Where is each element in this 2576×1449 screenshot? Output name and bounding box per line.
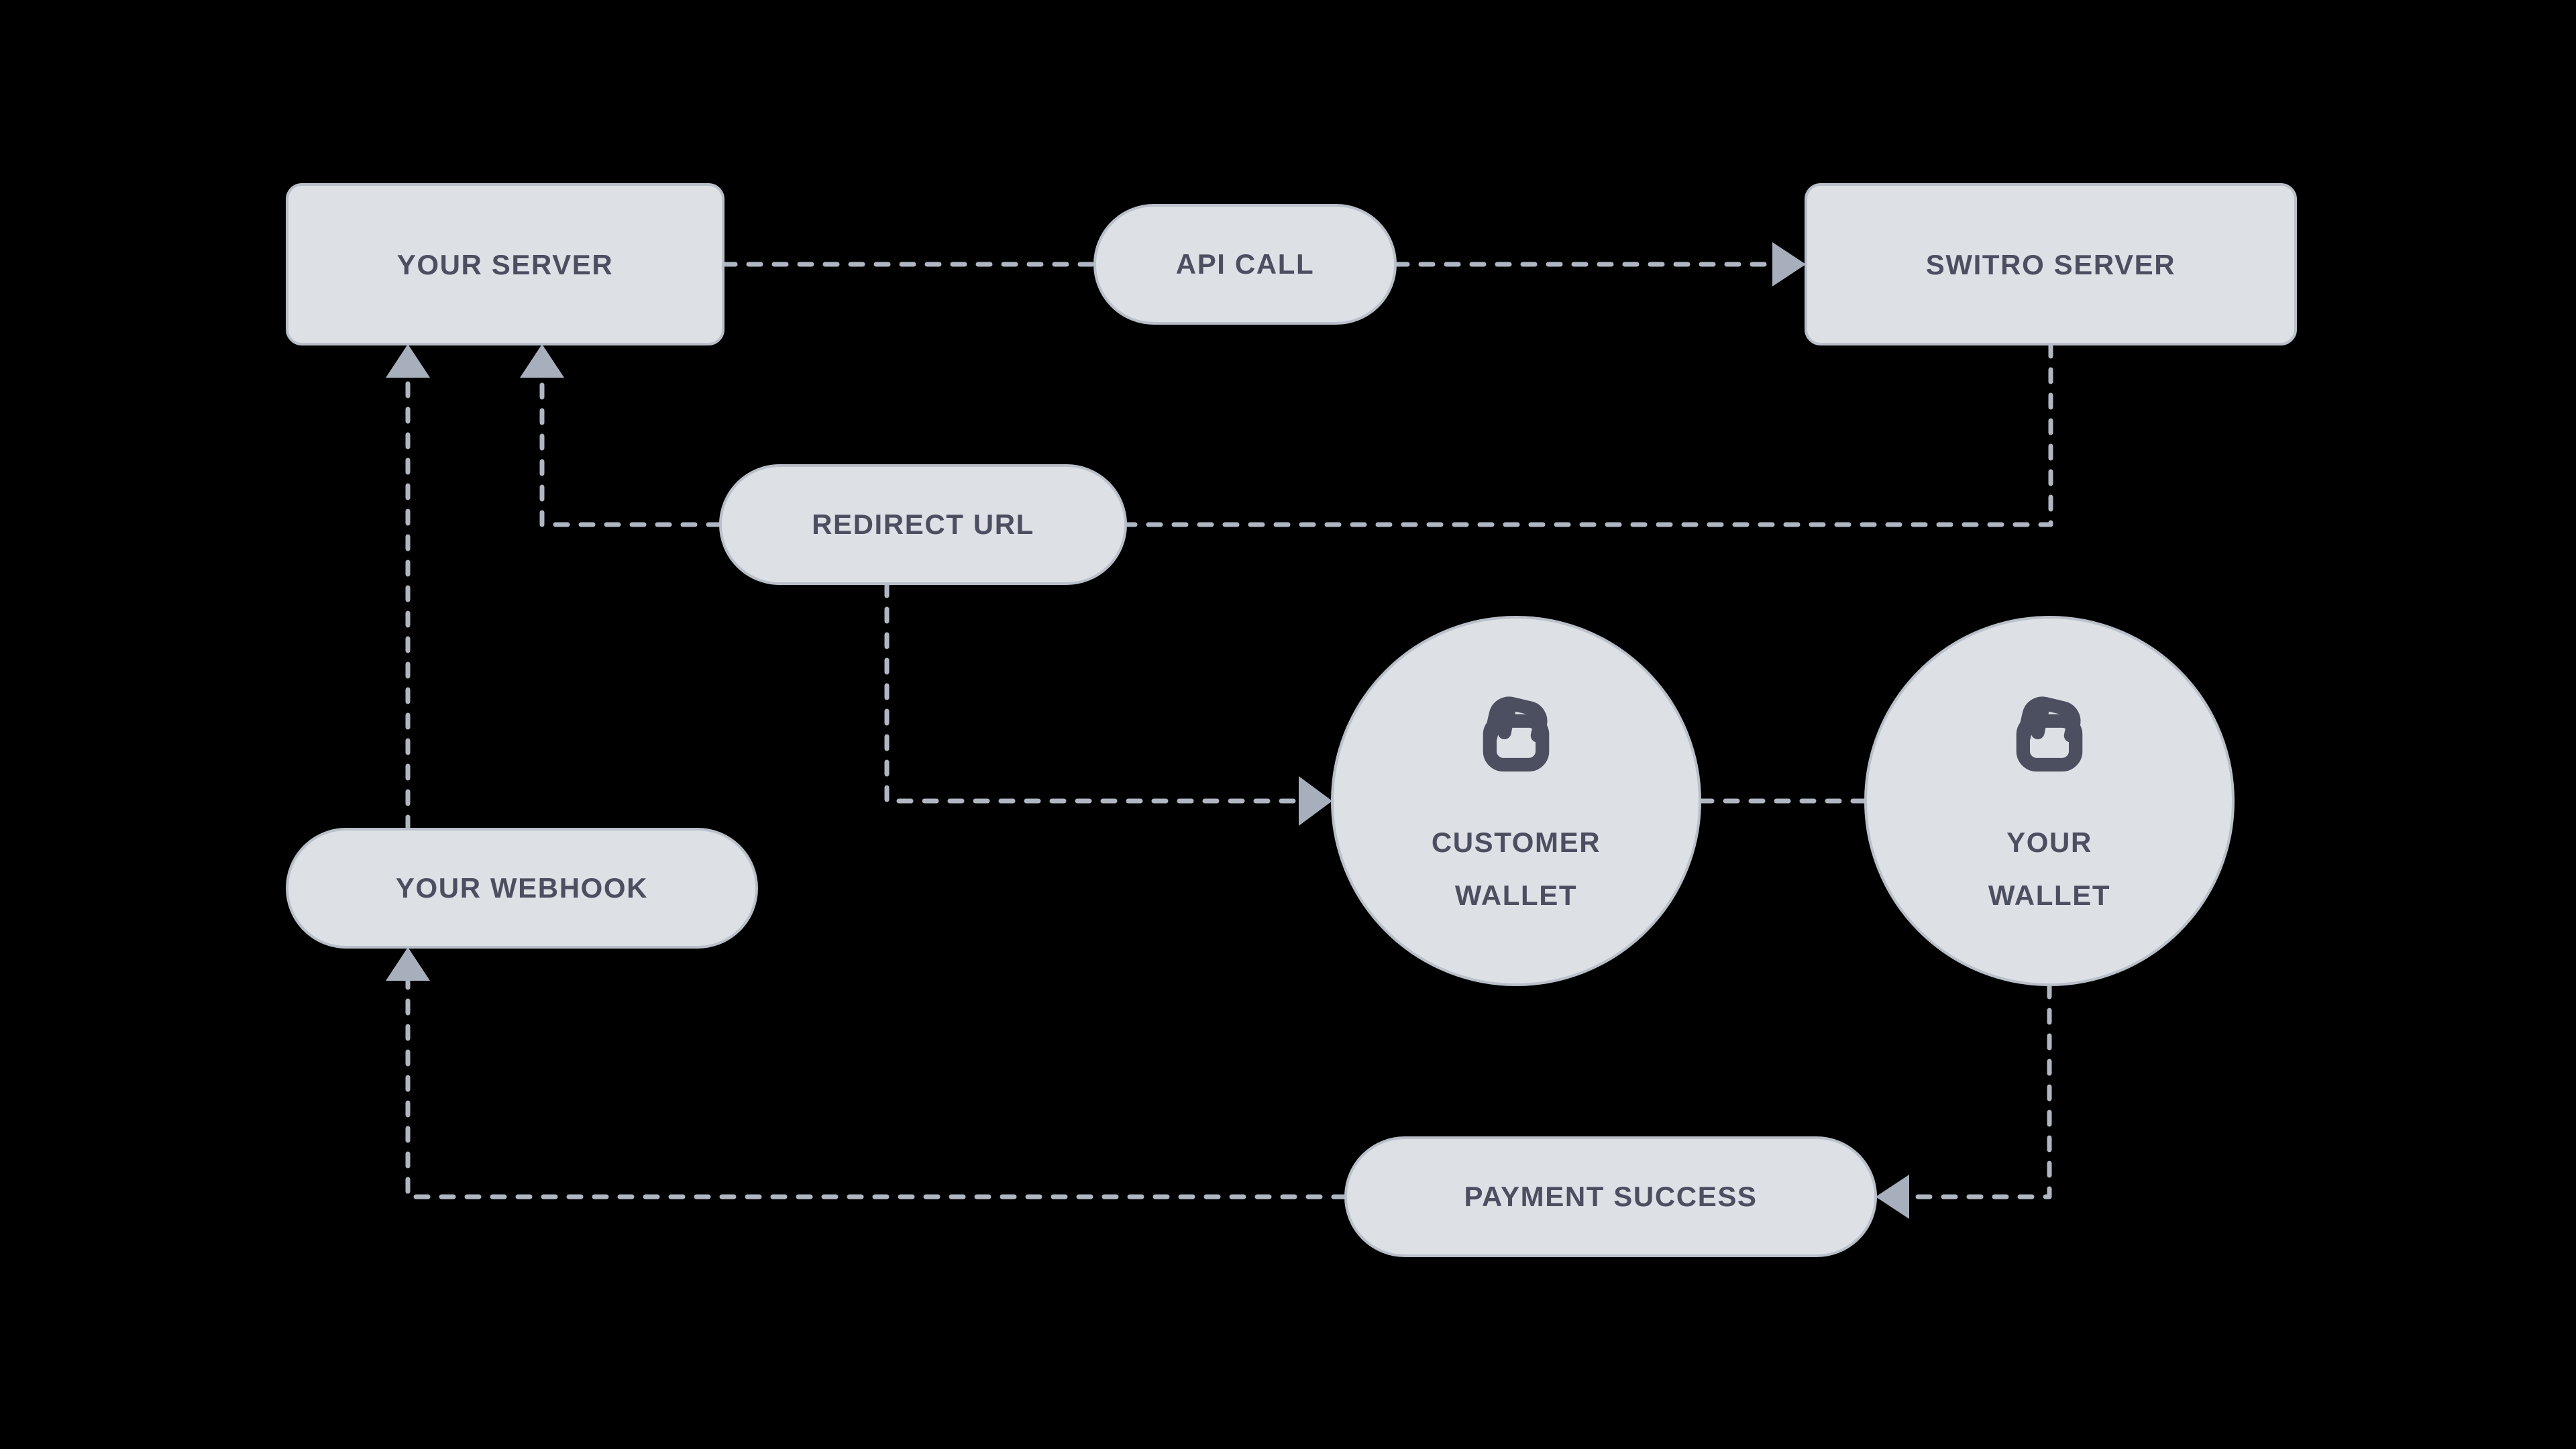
node-your-webhook[interactable]: YOUR WEBHOOK [286, 828, 758, 949]
api-call-label: API CALL [1176, 248, 1314, 280]
your-wallet-label-line2: WALLET [1988, 879, 2110, 911]
your-wallet-circle[interactable] [1864, 616, 2235, 986]
edge-yourwallet-to-paymentsuccess [1907, 982, 2052, 1199]
node-switro-server[interactable]: SWITRO SERVER [1805, 183, 2297, 345]
redirect-url-label: REDIRECT URL [812, 508, 1034, 540]
node-customer-wallet[interactable]: CUSTOMER WALLET [1331, 616, 1701, 986]
your-webhook-label: YOUR WEBHOOK [396, 872, 648, 904]
arrowhead-to-customer-wallet [1299, 776, 1332, 826]
customer-wallet-circle[interactable] [1331, 616, 1701, 986]
node-your-server[interactable]: YOUR SERVER [286, 183, 724, 345]
wallet-icon [1483, 696, 1550, 772]
arrowhead-webhook-to-your-server [386, 344, 430, 378]
api-call-pill[interactable] [1093, 204, 1397, 325]
redirect-url-pill[interactable] [719, 464, 1127, 585]
node-layer: YOUR SERVER SWITRO SERVER API CALL REDIR… [286, 183, 2297, 1257]
edge-layer [386, 242, 2053, 1219]
edge-switro-to-redirect [1123, 341, 2053, 527]
arrowhead-to-payment-success [1876, 1175, 1909, 1219]
arrowhead-to-your-webhook [386, 947, 430, 981]
your-webhook-pill[interactable] [286, 828, 758, 949]
edge-redirect-to-customerwallet [884, 581, 1301, 804]
payment-success-label: PAYMENT SUCCESS [1464, 1181, 1757, 1212]
customer-wallet-label-line1: CUSTOMER [1432, 826, 1601, 858]
node-payment-success[interactable]: PAYMENT SUCCESS [1344, 1136, 1877, 1257]
node-your-wallet[interactable]: YOUR WALLET [1864, 616, 2235, 986]
your-server-box[interactable] [286, 183, 724, 345]
your-server-label: YOUR SERVER [397, 249, 614, 280]
arrowhead-to-switro-server [1772, 242, 1806, 286]
payment-success-pill[interactable] [1344, 1136, 1877, 1257]
customer-wallet-label-line2: WALLET [1455, 879, 1577, 911]
your-wallet-label-line1: YOUR [2006, 826, 2092, 858]
edge-redirect-to-server [539, 375, 723, 527]
node-redirect-url[interactable]: REDIRECT URL [719, 464, 1127, 585]
edge-paymentsuccess-to-webhook [405, 978, 1348, 1199]
arrowhead-redirect-to-your-server [520, 344, 564, 378]
switro-server-box[interactable] [1805, 183, 2297, 345]
wallet-icon [2016, 696, 2083, 772]
switro-server-label: SWITRO SERVER [1926, 249, 2176, 280]
node-api-call[interactable]: API CALL [1093, 204, 1397, 325]
